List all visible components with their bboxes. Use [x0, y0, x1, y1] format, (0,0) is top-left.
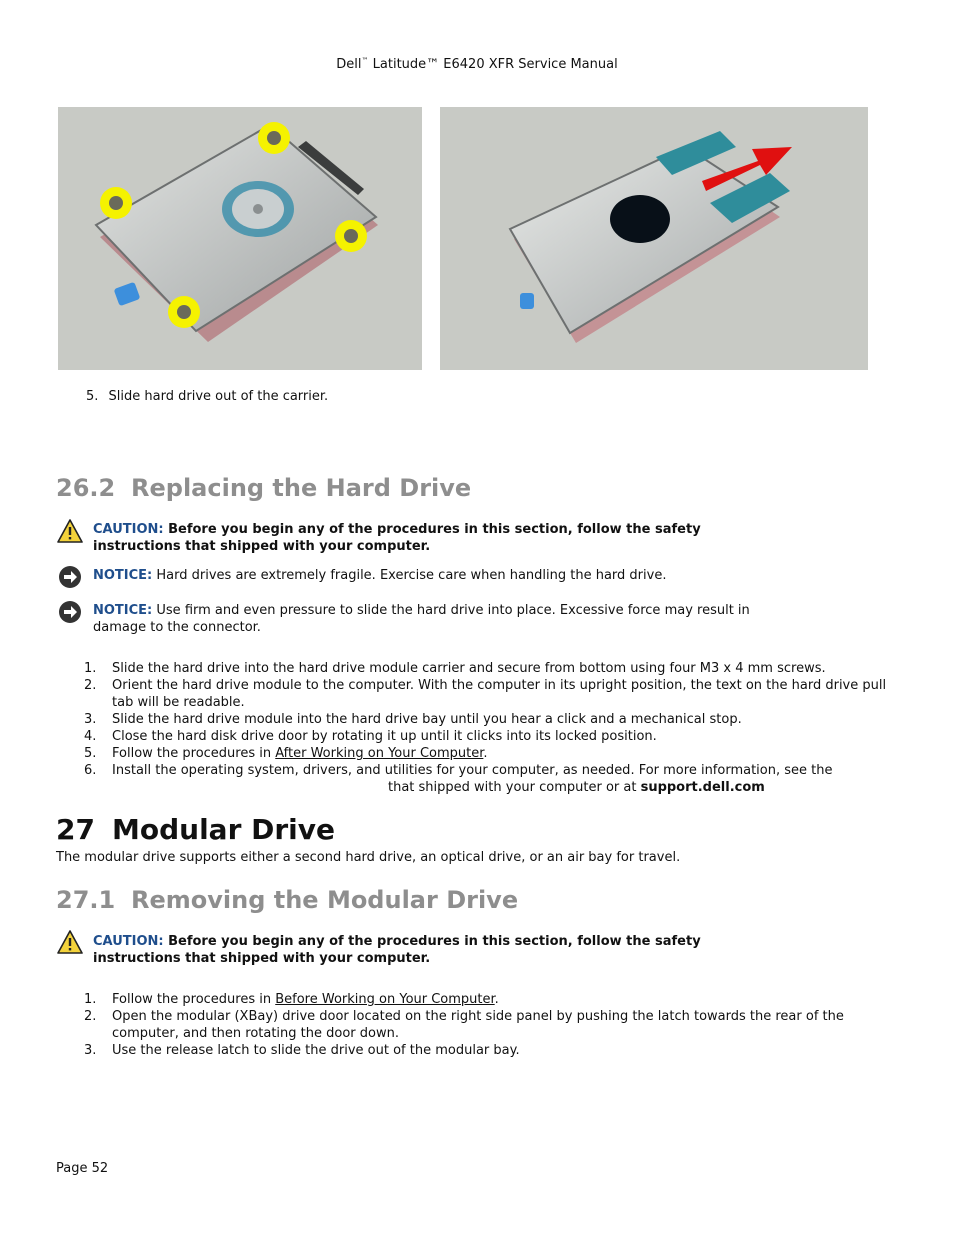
step-text-mid: that shipped with your computer or at — [388, 780, 641, 795]
step-number: 3. — [84, 1043, 97, 1058]
before-working-link[interactable]: Before Working on Your Computer — [275, 992, 495, 1007]
step-number: 1. — [84, 992, 97, 1007]
caution-text: Before you begin any of the procedures i… — [93, 934, 701, 966]
chapter-title: Modular Drive — [112, 813, 336, 846]
list-item: 3. Slide the hard drive module into the h… — [56, 711, 896, 728]
step-text-end: . — [494, 992, 499, 1007]
step-number: 3. — [84, 712, 97, 727]
step-number: 1. — [84, 661, 97, 676]
notice-label: NOTICE: — [93, 603, 153, 618]
list-item: 5. Follow the procedures in After Working… — [56, 745, 896, 762]
step-text-end: . — [483, 746, 488, 761]
step-text: Follow the procedures in — [112, 746, 276, 761]
header-brand: Dell — [336, 57, 362, 72]
notice-text: Use firm and even pressure to slide the … — [93, 603, 750, 635]
screw-highlight-marks — [100, 122, 367, 328]
list-item: 1. Follow the procedures in Before Workin… — [56, 991, 896, 1008]
header-title: Latitude™ E6420 XFR Service Manual — [368, 57, 618, 72]
section-27-1-heading: 27.1 Removing the Modular Drive — [56, 886, 518, 914]
section-number: 27.1 — [56, 886, 116, 914]
list-item: 1. Slide the hard drive into the hard dri… — [56, 660, 896, 677]
removal-step-5: 5. Slide hard drive out of the carrier. — [86, 388, 328, 405]
step-text: Slide the hard drive into the hard drive… — [112, 661, 826, 676]
support-site-text: support.dell.com — [640, 780, 765, 795]
notice-arrow-icon — [59, 566, 81, 588]
notice-label: NOTICE: — [93, 568, 153, 583]
step-text: Slide the hard drive module into the har… — [112, 712, 742, 727]
chapter-intro: The modular drive supports either a seco… — [56, 850, 681, 865]
warning-triangle-icon — [57, 930, 83, 954]
photo-drive-screws — [58, 107, 422, 370]
caution-label: CAUTION: — [93, 934, 164, 949]
step-text: Open the modular (XBay) drive door locat… — [112, 1009, 844, 1041]
photo-drive-slide-out — [440, 107, 868, 370]
caution-text: Before you begin any of the procedures i… — [93, 522, 701, 554]
after-working-link[interactable]: After Working on Your Computer — [275, 746, 484, 761]
list-item: 2. Orient the hard drive module to the co… — [56, 677, 896, 711]
caution-label: CAUTION: — [93, 522, 164, 537]
step-number: 5. — [86, 389, 99, 404]
direction-arrow-mark — [702, 147, 792, 191]
step-number: 5. — [84, 746, 97, 761]
running-header: Dell™ Latitude™ E6420 XFR Service Manual — [0, 57, 954, 72]
step-number: 2. — [84, 1009, 97, 1024]
step-number: 4. — [84, 729, 97, 744]
section-number: 26.2 — [56, 474, 116, 502]
step-text: Install the operating system, drivers, a… — [112, 763, 833, 778]
chapter-number: 27 — [56, 813, 95, 846]
remove-modular-steps-list: 1. Follow the procedures in Before Workin… — [56, 991, 896, 1059]
notice-text: Hard drives are extremely fragile. Exerc… — [152, 568, 667, 583]
step-text: Slide hard drive out of the carrier. — [108, 389, 329, 404]
replace-steps-list: 1. Slide the hard drive into the hard dri… — [56, 660, 896, 796]
step-text: Follow the procedures in — [112, 992, 276, 1007]
page-number: Page 52 — [56, 1161, 109, 1176]
step-text: Orient the hard drive module to the comp… — [112, 678, 887, 710]
caution-note: CAUTION: Before you begin any of the pro… — [93, 521, 773, 555]
warning-triangle-icon — [57, 519, 83, 543]
section-title: Replacing the Hard Drive — [131, 474, 472, 502]
notice-note-2: NOTICE: Use firm and even pressure to sl… — [93, 602, 773, 636]
step-number: 2. — [84, 678, 97, 693]
section-title: Removing the Modular Drive — [131, 886, 519, 914]
step-number: 6. — [84, 763, 97, 778]
list-item: 6. Install the operating system, drivers,… — [56, 762, 896, 796]
section-27-heading: 27 Modular Drive — [56, 813, 335, 846]
section-26-2-heading: 26.2 Replacing the Hard Drive — [56, 474, 471, 502]
list-item: 2. Open the modular (XBay) drive door loc… — [56, 1008, 896, 1042]
list-item: 3. Use the release latch to slide the dri… — [56, 1042, 896, 1059]
step-text: Use the release latch to slide the drive… — [112, 1043, 520, 1058]
caution-note: CAUTION: Before you begin any of the pro… — [93, 933, 773, 967]
list-item: 4. Close the hard disk drive door by rota… — [56, 728, 896, 745]
notice-arrow-icon — [59, 601, 81, 623]
trademark-mark: ™ — [361, 56, 369, 65]
step-text: Close the hard disk drive door by rotati… — [112, 729, 657, 744]
notice-note-1: NOTICE: Hard drives are extremely fragil… — [93, 567, 873, 584]
